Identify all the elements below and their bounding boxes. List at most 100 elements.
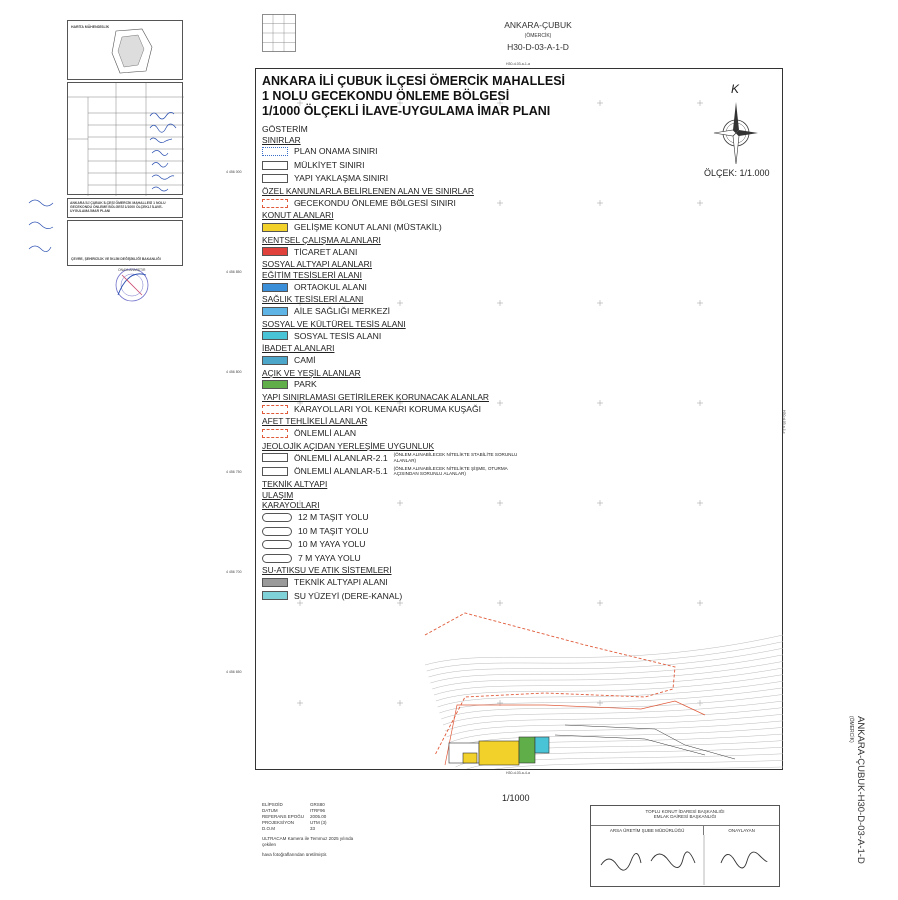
north-arrow-icon <box>713 102 758 165</box>
contour-line <box>444 707 783 732</box>
legend-note: (ÖNLEM ALINABİLECEK NİTELİKTE ŞİŞME, OTU… <box>393 465 508 477</box>
contour-line <box>448 720 783 744</box>
legend-item: 10 M YAYA YOLU <box>262 538 562 552</box>
legend-section-heading: AÇIK VE YEŞİL ALANLAR <box>262 367 361 378</box>
legend-symbol <box>262 540 292 549</box>
legend-label: SOSYAL TESİS ALANI <box>294 330 382 341</box>
legend-label: PLAN ONAMA SINIRI <box>294 146 378 157</box>
legend-symbol <box>262 404 288 414</box>
legend-symbol <box>262 526 292 536</box>
legend-section-heading: ULAŞIM <box>262 489 294 500</box>
legend-label: MÜLKİYET SINIRI <box>294 159 365 170</box>
proj-value: UTM (3) <box>310 820 327 825</box>
legend-label: GECEKONDU ÖNLEME BÖLGESİ SINIRI <box>294 197 456 208</box>
header-sheet: H30-D-03-A-1-D <box>507 42 569 52</box>
institution-col-1: ARSA ÜRETİM ŞUBE MÜDÜRLÜĞÜ <box>591 826 705 835</box>
coord-label: 4 456 000 <box>226 170 242 174</box>
title-line-1: ANKARA İLİ ÇUBUK İLÇESİ ÖMERCİK MAHALLES… <box>262 74 566 88</box>
side-sheet-text: ANKARA-ÇUBUK-H30-D-03-A-1-D (ÖMERCİK) <box>848 716 866 886</box>
coord-label: 4 456 800 <box>226 370 242 374</box>
legend-section-heading: EĞİTİM TESİSLERİ ALANI <box>262 270 362 281</box>
company-stamp: HARİTA MÜHENDİSLİK <box>67 20 183 80</box>
contour-line <box>441 694 783 720</box>
legend-section-heading: YAPI SINIRLAMASI GETİRİLEREK KORUNACAK A… <box>262 392 489 402</box>
legend-label: PARK <box>294 379 317 390</box>
legend-item: SU YÜZEYİ (DERE-KANAL) <box>262 589 562 603</box>
top-sheet-label: H30-d-03-a-1-a <box>506 62 530 66</box>
legend-item: KARAYOLLARI YOL KENARI KORUMA KUŞAĞI <box>262 402 562 416</box>
proj-label: D.O.M <box>262 826 275 831</box>
legend-symbol <box>262 553 292 563</box>
institution-col-2: ONAYLAYAN <box>728 828 755 833</box>
proj-label: DATUM <box>262 808 278 813</box>
location-sketch <box>111 28 153 74</box>
map-plot <box>424 612 783 769</box>
legend-heading: GÖSTERİM <box>262 124 308 134</box>
legend-label: AİLE SAĞLIĞI MERKEZİ <box>294 306 390 317</box>
title-line-2: 1 NOLU GECEKONDU ÖNLEME BÖLGESİ <box>262 89 510 103</box>
left-signatures <box>28 199 54 252</box>
legend-item: ÖNLEMLİ ALAN <box>262 427 562 441</box>
legend-symbol <box>262 247 288 257</box>
approval-table <box>67 82 184 196</box>
company-name: HARİTA MÜHENDİSLİK <box>71 25 110 29</box>
legend-item: PLAN ONAMA SINIRI <box>262 145 562 159</box>
sheet-index-grid <box>262 14 296 52</box>
legend-section-heading: SOSYAL ALTYAPI ALANLARI <box>262 259 373 270</box>
legend-symbol <box>262 306 288 316</box>
header-place: ANKARA-ÇUBUK <box>504 20 572 30</box>
legend-label: SU YÜZEYİ (DERE-KANAL) <box>294 590 403 601</box>
legend-section-heading: SAĞLIK TESİSLERİ ALANI <box>262 294 364 305</box>
ministry-name: ÇEVRE, ŞEHİRCİLİK VE İKLİM DEĞİŞİKLİĞİ B… <box>71 257 161 261</box>
contour-line <box>442 700 783 726</box>
contour-line <box>494 760 783 769</box>
contour-line <box>466 753 783 769</box>
footer-note: ULTRACAM Kamera ile Temmuz 2025 yılında … <box>262 836 354 847</box>
legend-label: TİCARET ALANI <box>294 246 358 257</box>
legend-symbol <box>262 222 288 232</box>
legend-item: PARK <box>262 378 562 392</box>
legend-note: (ÖNLEM ALINABİLECEK NİTELİKTE STABİLİTE … <box>393 452 518 463</box>
institution-block: TOPLU KONUT İDARESİ BAŞKANLIĞI EMLAK DAİ… <box>590 805 780 887</box>
legend-symbol <box>262 577 288 587</box>
legend-symbol <box>262 198 288 208</box>
contour-line <box>435 674 783 702</box>
proj-label: ELİPSOİD <box>262 802 283 807</box>
contour-line <box>439 687 783 714</box>
plan-box-title: ANKARA İLİ ÇUBUK İLÇESİ ÖMERCİK MAHALLES… <box>70 201 166 214</box>
legend-item: TİCARET ALANI <box>262 245 562 259</box>
contour-line <box>432 661 783 690</box>
legend-label: ORTAOKUL ALANI <box>294 281 367 292</box>
approval-stamp-text: ONAYLANMIŞTIR <box>118 268 146 272</box>
legend-symbol <box>262 355 288 365</box>
side-text: ANKARA-ÇUBUK-H30-D-03-A-1-D <box>855 716 866 864</box>
north-letter: K <box>731 82 740 96</box>
title-line-3: 1/1000 ÖLÇEKLİ İLAVE-UYGULAMA İMAR PLANI <box>262 104 551 118</box>
legend-label: YAPI YAKLAŞMA SINIRI <box>294 173 389 184</box>
legend-symbol <box>262 174 288 184</box>
legend-label: KARAYOLLARI YOL KENARI KORUMA KUŞAĞI <box>294 403 482 414</box>
contour-line <box>424 634 783 666</box>
legend-item: GECEKONDU ÖNLEME BÖLGESİ SINIRI <box>262 196 562 210</box>
legend-label: ÖNLEMLİ ALANLAR-5.1 <box>294 466 388 477</box>
signatures <box>600 835 768 885</box>
legend-item: TEKNİK ALTYAPI ALANI <box>262 576 562 590</box>
legend-item: MÜLKİYET SINIRI <box>262 158 562 172</box>
legend-symbol <box>262 147 288 157</box>
side-sub: (ÖMERCİK) <box>848 716 854 743</box>
scale-label: ÖLÇEK: 1/1.000 <box>704 168 770 178</box>
legend-item: 7 M YAYA YOLU <box>262 551 562 565</box>
legend-label: CAMİ <box>294 355 316 366</box>
proj-label: PROJEKSİYON <box>262 820 295 825</box>
legend-item: SOSYAL TESİS ALANI <box>262 329 562 343</box>
legend-section-heading: TEKNİK ALTYAPI <box>262 478 328 489</box>
contour-line <box>437 680 783 708</box>
contour-line <box>426 641 783 672</box>
proj-value: ITRF96 <box>310 808 326 813</box>
legend-section-heading: SU-ATIKSU VE ATIK SİSTEMLERİ <box>262 565 392 576</box>
legend-section-heading: JEOLOJİK AÇIDAN YERLEŞİME UYGUNLUK <box>262 440 435 451</box>
legend-section-heading: İBADET ALANLARI <box>262 343 335 354</box>
footer-note: hava fotoğraflarından üretilmiştir. <box>262 852 328 857</box>
legend-label: ÖNLEMLİ ALAN <box>294 428 357 439</box>
